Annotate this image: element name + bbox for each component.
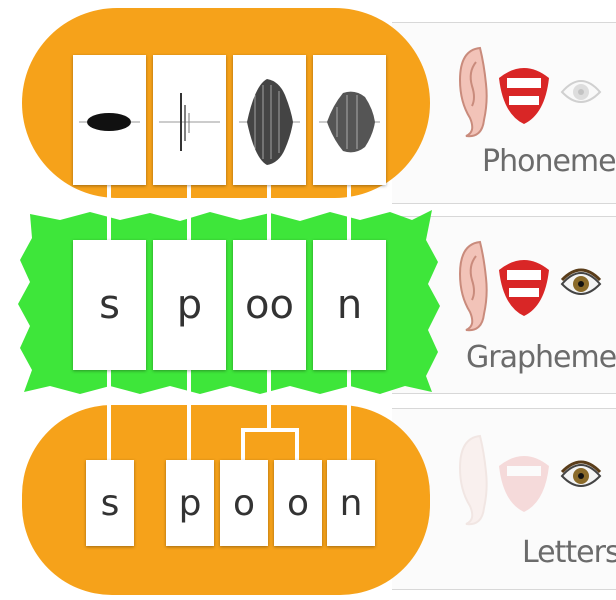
waveform-s-icon: [79, 113, 140, 131]
mouth-icon: [499, 260, 549, 316]
letter-text: s: [100, 482, 120, 524]
letter-card: s: [86, 460, 134, 546]
ear-icon: [458, 240, 488, 332]
phoneme-card: [313, 55, 386, 185]
letter-card: n: [327, 460, 375, 546]
eye-icon: [560, 80, 602, 103]
grapheme-card: oo: [233, 240, 306, 370]
grapheme-text: n: [336, 282, 363, 328]
mouth-icon: [499, 68, 549, 124]
mouth-icon: [499, 456, 549, 512]
grapheme-card: p: [153, 240, 226, 370]
grapheme-card: n: [313, 240, 386, 370]
eye-icon: [560, 268, 602, 295]
grapheme-card: s: [73, 240, 146, 370]
waveform-n-icon: [319, 91, 380, 153]
eye-icon: [560, 460, 602, 487]
grapheme-text: oo: [245, 282, 294, 328]
letter-card: p: [166, 460, 214, 546]
waveform-p-icon: [159, 93, 220, 151]
letter-text: o: [286, 482, 310, 524]
letter-text: o: [232, 482, 256, 524]
ear-icon: [458, 434, 488, 526]
grapheme-text: p: [176, 282, 203, 328]
phonemes-label: Phonemes: [482, 144, 616, 179]
letter-card: o: [220, 460, 268, 546]
phoneme-card: [73, 55, 146, 185]
waveform-oo-icon: [239, 79, 300, 165]
ear-icon: [458, 46, 488, 138]
letter-text: n: [339, 482, 363, 524]
phoneme-card: [233, 55, 306, 185]
grapheme-text: s: [99, 282, 120, 328]
letter-card: o: [274, 460, 322, 546]
letter-text: p: [178, 482, 202, 524]
phoneme-card: [153, 55, 226, 185]
letters-label: Letters: [522, 535, 616, 570]
graphemes-label: Graphemes: [466, 340, 616, 375]
